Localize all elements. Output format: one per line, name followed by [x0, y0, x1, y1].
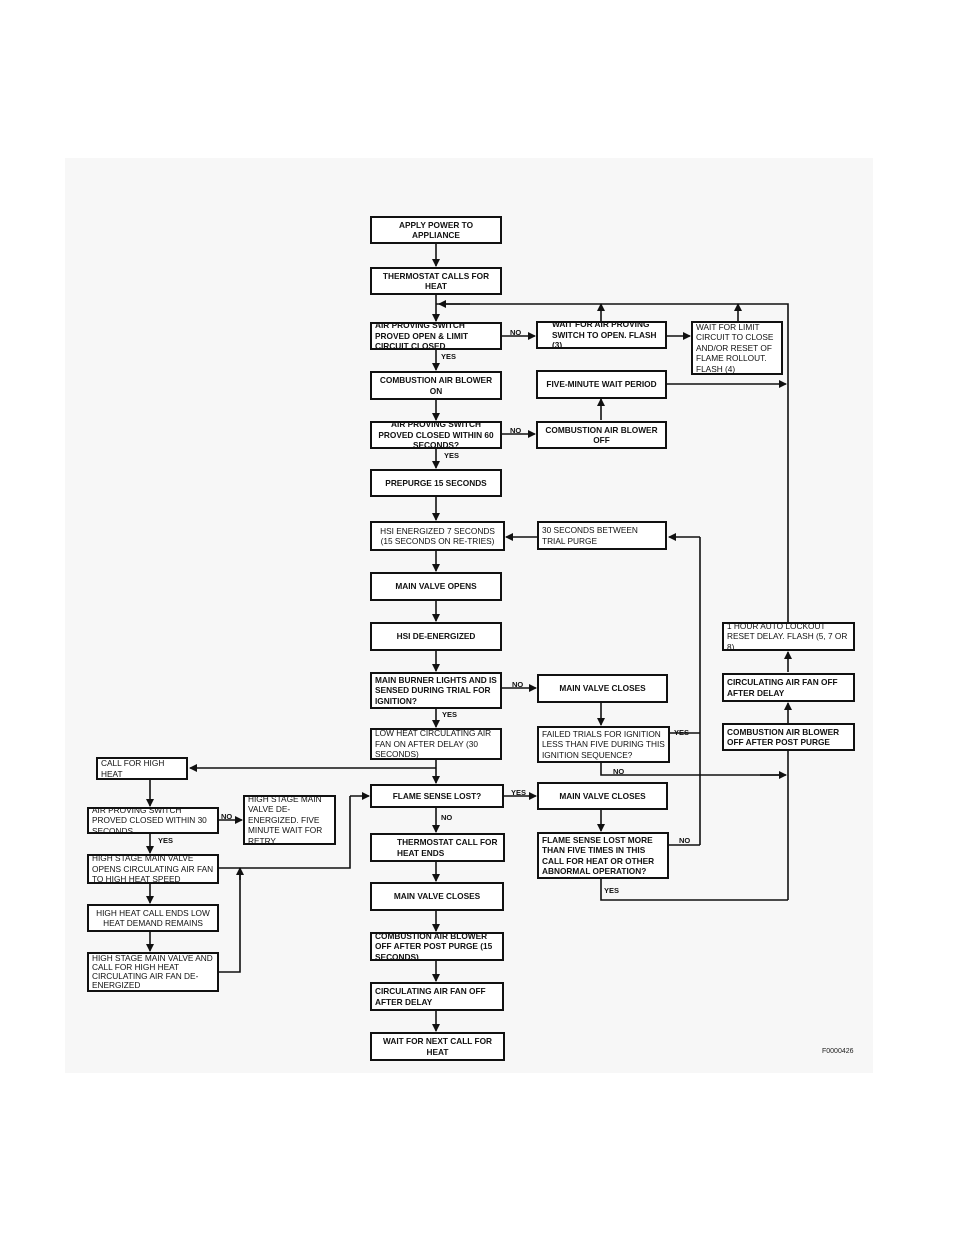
box-thermostat-ends: THERMOSTAT CALL FOR HEAT ENDS [370, 833, 505, 862]
label-yes-flame-more: YES [604, 886, 620, 895]
box-five-minute-wait: FIVE-MINUTE WAIT PERIOD [536, 370, 667, 399]
label-no-failed: NO [613, 767, 625, 776]
box-flame-lost-more: FLAME SENSE LOST MORE THAN FIVE TIMES IN… [537, 832, 669, 879]
box-flame-sense-lost: FLAME SENSE LOST? [370, 784, 504, 808]
box-air-proving-closed-60: AIR PROVING SWITCH PROVED CLOSED WITHIN … [370, 421, 502, 449]
box-main-valve-opens: MAIN VALVE OPENS [370, 572, 502, 601]
label-no-proving: NO [510, 328, 522, 337]
box-wait-air-proving: WAIT FOR AIR PROVING SWITCH TO OPEN. FLA… [536, 321, 667, 349]
box-hsi-energized: HSI ENERGIZED 7 SECONDS (15 SECONDS ON R… [370, 521, 505, 551]
box-apply-power: APPLY POWER TO APPLIANCE [370, 216, 502, 244]
box-burner-lights: MAIN BURNER LIGHTS AND IS SENSED DURING … [370, 672, 502, 709]
box-high-stage-all-off: HIGH STAGE MAIN VALVE AND CALL FOR HIGH … [87, 952, 219, 992]
label-yes-proving: YES [441, 352, 457, 361]
box-thermostat-calls: THERMOSTAT CALLS FOR HEAT [370, 267, 502, 295]
box-high-stage-deenergized: HIGH STAGE MAIN VALVE DE-ENERGIZED. FIVE… [243, 795, 336, 845]
box-combustion-blower-off: COMBUSTION AIR BLOWER OFF [536, 421, 667, 449]
box-circ-fan-off-right: CIRCULATING AIR FAN OFF AFTER DELAY [722, 673, 855, 702]
label-no-proving60: NO [510, 426, 522, 435]
box-air-proving-30: AIR PROVING SWITCH PROVED CLOSED WITHIN … [87, 807, 219, 834]
label-yes-failed: YES [674, 728, 690, 737]
label-yes-burner: YES [442, 710, 458, 719]
label-no-burner: NO [512, 680, 524, 689]
label-yes-air30: YES [158, 836, 174, 845]
box-call-high-heat: CALL FOR HIGH HEAT [96, 757, 188, 780]
box-high-heat-ends: HIGH HEAT CALL ENDS LOW HEAT DEMAND REMA… [87, 904, 219, 932]
box-blower-off-post-purge-15: COMBUSTION AIR BLOWER OFF AFTER POST PUR… [370, 932, 504, 961]
box-blower-off-post-purge-right: COMBUSTION AIR BLOWER OFF AFTER POST PUR… [722, 723, 855, 751]
label-yes-flame: YES [511, 788, 527, 797]
label-no-air30: NO [221, 812, 233, 821]
box-trial-purge: 30 SECONDS BETWEEN TRIAL PURGE [537, 521, 667, 550]
box-lockout-reset: 1 HOUR AUTO LOCKOUT RESET DELAY. FLASH (… [722, 622, 855, 651]
box-combustion-blower-on: COMBUSTION AIR BLOWER ON [370, 371, 502, 400]
label-no-flame: NO [441, 813, 453, 822]
box-circ-fan-off-bottom: CIRCULATING AIR FAN OFF AFTER DELAY [370, 982, 504, 1011]
box-low-heat-fan: LOW HEAT CIRCULATING AIR FAN ON AFTER DE… [370, 728, 502, 760]
box-main-valve-closes-3: MAIN VALVE CLOSES [370, 882, 504, 911]
box-high-stage-opens: HIGH STAGE MAIN VALVE OPENS CIRCULATING … [87, 854, 219, 884]
label-yes-proving60: YES [444, 451, 460, 460]
box-main-valve-closes-2: MAIN VALVE CLOSES [537, 782, 668, 810]
box-air-proving-open: AIR PROVING SWITCH PROVED OPEN & LIMIT C… [370, 322, 502, 350]
box-main-valve-closes-1: MAIN VALVE CLOSES [537, 674, 668, 703]
box-prepurge: PREPURGE 15 SECONDS [370, 469, 502, 497]
figure-id: F0000426 [822, 1048, 854, 1055]
box-wait-limit: WAIT FOR LIMIT CIRCUIT TO CLOSE AND/OR R… [691, 321, 783, 375]
box-hsi-deenergized: HSI DE-ENERGIZED [370, 622, 502, 651]
box-failed-trials: FAILED TRIALS FOR IGNITION LESS THAN FIV… [537, 726, 670, 763]
label-no-flame-more: NO [679, 836, 691, 845]
box-wait-next-call: WAIT FOR NEXT CALL FOR HEAT [370, 1032, 505, 1061]
